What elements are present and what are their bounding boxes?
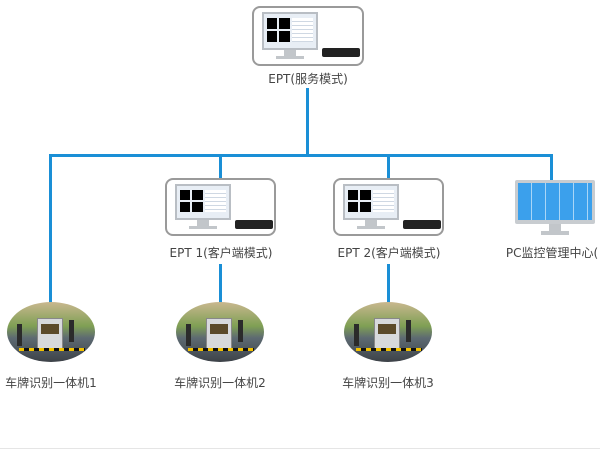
server-node[interactable] [252,6,364,66]
server-label: EPT(服务模式) [268,72,348,86]
camera2-label: 车牌识别一体机2 [174,376,266,390]
bottom-divider [0,448,600,449]
pc-label: PC监控管理中心( [505,246,599,260]
client2-node[interactable] [333,178,444,236]
link-cam1 [49,154,52,304]
dvr-icon [403,220,441,229]
pc-node[interactable] [515,180,600,236]
link-client1 [219,154,222,179]
client2-label: EPT 2(客户端模式) [337,246,441,260]
client1-node[interactable] [165,178,276,236]
camera1-label: 车牌识别一体机1 [5,376,97,390]
client1-label: EPT 1(客户端模式) [169,246,273,260]
lpr-camera-2-image[interactable] [176,302,264,362]
link-client2-cam3 [387,264,390,304]
link-bus [50,154,553,157]
link-client2 [387,154,390,179]
link-client1-cam2 [219,264,222,304]
pc-monitor-icon [515,180,595,224]
link-pc [550,154,553,181]
dvr-icon [235,220,273,229]
monitor-icon [343,184,399,220]
link-server-trunk [306,88,309,156]
camera3-label: 车牌识别一体机3 [342,376,434,390]
lpr-camera-3-image[interactable] [344,302,432,362]
lpr-camera-1-image[interactable] [7,302,95,362]
monitor-icon [262,12,318,50]
monitor-icon [175,184,231,220]
dvr-icon [322,48,360,57]
